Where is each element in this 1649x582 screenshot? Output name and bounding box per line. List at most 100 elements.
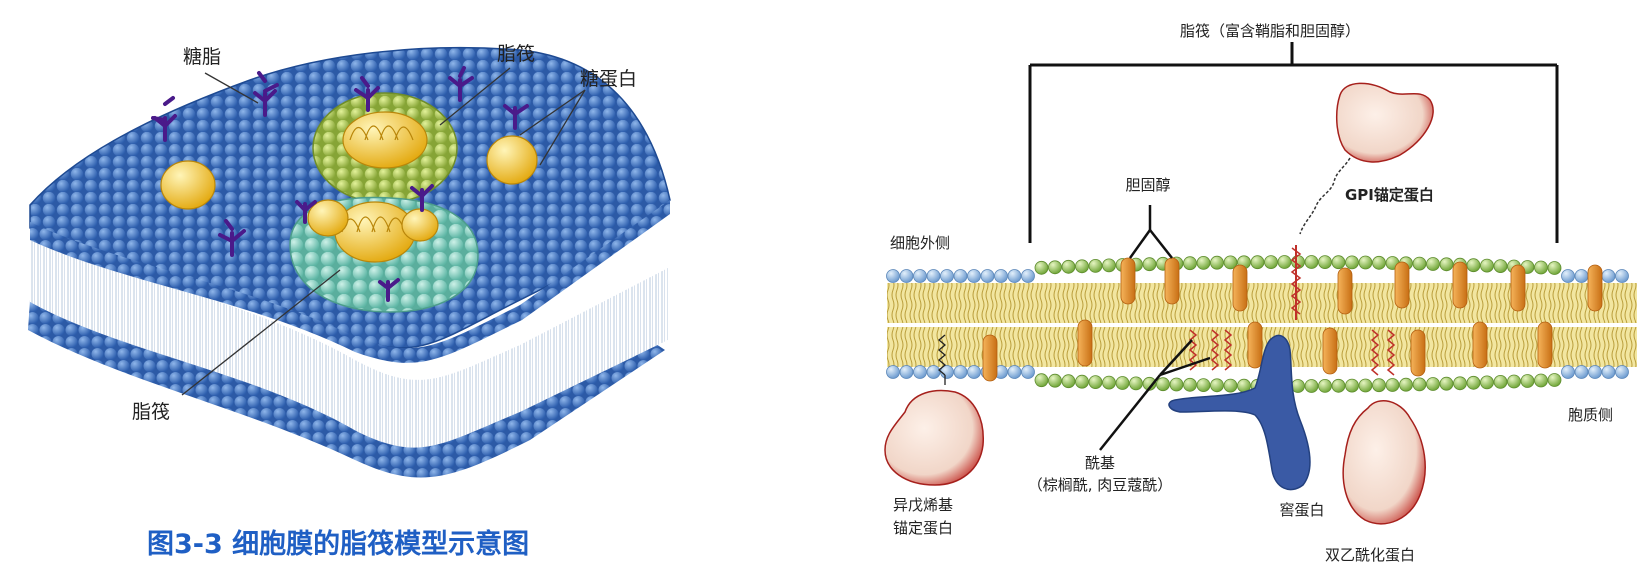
- lipid-head: [899, 365, 914, 379]
- lipid-head: [1561, 269, 1575, 283]
- lipid-head: [886, 269, 900, 283]
- lipid-head: [1615, 269, 1629, 283]
- cholesterol-capsule: [1164, 257, 1180, 305]
- right-membrane-cross-section: 脂筏（富含鞘脂和胆固醇） 胆固醇 GPI锚定蛋白 细胞外侧 胞质侧: [884, 22, 1637, 564]
- glycan-icon: [503, 104, 529, 130]
- lipid-head: [1372, 378, 1386, 393]
- lipid-head: [1561, 365, 1575, 379]
- lipid-head: [1034, 260, 1049, 275]
- cholesterol-capsule: [1232, 264, 1248, 312]
- lipid-head: [1129, 376, 1143, 391]
- lipid-head: [1304, 255, 1319, 269]
- left-membrane-illustration: 糖脂 脂筏 糖蛋白 脂筏 图3-3 细胞膜的脂筏模型示意图: [28, 43, 671, 560]
- label-glycolipid: 糖脂: [183, 46, 221, 68]
- lipid-head: [1601, 269, 1616, 283]
- lipid-head: [1601, 365, 1616, 379]
- label-diacyl-protein: 双乙酰化蛋白: [1325, 546, 1415, 564]
- caveolin-protein: [1168, 334, 1311, 491]
- bilayer-tails: [30, 228, 668, 448]
- lipid-head: [1034, 373, 1049, 388]
- lipid-head: [1412, 256, 1427, 271]
- lipid-head: [1534, 260, 1548, 275]
- lipid-head: [967, 269, 981, 283]
- lipid-head: [1304, 379, 1319, 393]
- lipid-head: [1223, 378, 1238, 393]
- glycan-icon: [448, 66, 474, 102]
- upper-leaflet-rim: [30, 200, 670, 363]
- lipid-head: [1183, 377, 1197, 392]
- lipid-head: [1210, 378, 1224, 393]
- lipid-head: [1507, 374, 1521, 389]
- protein-yellow: [160, 160, 216, 210]
- lipid-head: [1007, 365, 1022, 379]
- lipid-head: [1615, 365, 1629, 379]
- lipid-head: [1048, 373, 1062, 388]
- lipid-head: [1480, 375, 1494, 390]
- lipid-head: [994, 269, 1008, 283]
- cholesterol-capsule: [1587, 264, 1603, 312]
- lipid-head: [1480, 258, 1494, 273]
- lipid-head: [1102, 375, 1116, 390]
- lipid-head: [1426, 257, 1440, 271]
- lipid-head: [1250, 255, 1265, 270]
- glycan-icon: [253, 71, 279, 117]
- cholesterol-capsule: [1537, 321, 1553, 369]
- label-acyl: 酰基: [1085, 454, 1115, 472]
- glycan-icon: [218, 219, 246, 257]
- cholesterol-molecules: [982, 257, 1603, 382]
- lipid-head: [1358, 255, 1373, 270]
- lipid-head: [899, 269, 914, 283]
- lipid-head: [913, 269, 927, 283]
- lipid-head: [1115, 376, 1130, 390]
- label-caveolin: 窖蛋白: [1279, 501, 1324, 519]
- lipid-head: [1453, 376, 1467, 391]
- lipid-head: [1223, 255, 1238, 270]
- lipid-head: [1210, 255, 1224, 270]
- raft-protein-top: [342, 111, 428, 169]
- lipid-head: [1142, 257, 1157, 272]
- lipid-head: [1466, 258, 1481, 273]
- lipid-head: [1075, 259, 1089, 274]
- glycan-icon: [410, 184, 434, 212]
- cholesterol-capsule: [1247, 321, 1263, 369]
- cholesterol-capsule: [1394, 261, 1410, 309]
- label-gpi-protein: GPI锚定蛋白: [1345, 186, 1434, 204]
- label-cytoplasmic: 胞质侧: [1568, 406, 1613, 424]
- label-raft-bracket: 脂筏（富含鞘脂和胆固醇）: [1180, 22, 1360, 40]
- lipid-head: [1520, 374, 1535, 388]
- lipid-head: [1048, 260, 1062, 275]
- lipid-head: [1358, 378, 1373, 393]
- lipid-head: [953, 365, 968, 379]
- glycan-icon: [378, 278, 400, 302]
- lipid-head: [1345, 378, 1359, 393]
- lipid-head: [1466, 375, 1481, 390]
- lipid-head: [1169, 377, 1184, 392]
- protein-yellow: [486, 135, 538, 185]
- lipid-head: [1061, 374, 1076, 389]
- lower-leaflet-rim: [28, 300, 665, 478]
- prenyl-anchored-protein: [884, 334, 984, 486]
- lipid-head: [980, 269, 995, 283]
- lipid-head: [1331, 255, 1346, 270]
- glycan-icon: [354, 76, 380, 112]
- lipid-head: [1183, 256, 1197, 271]
- lipid-head: [953, 269, 968, 283]
- cholesterol-capsule: [1120, 257, 1136, 305]
- cholesterol-capsule: [1077, 319, 1093, 367]
- cholesterol-capsule: [1510, 264, 1526, 312]
- label-raft-bottom: 脂筏: [132, 401, 170, 423]
- membrane-proteins: [160, 111, 538, 263]
- lipid-head: [886, 365, 900, 379]
- lipid-head: [1574, 269, 1589, 283]
- lipid-head: [967, 365, 981, 379]
- lipid-head: [913, 365, 927, 379]
- lipid-head: [1588, 365, 1602, 379]
- lipid-head: [1075, 374, 1089, 389]
- lipid-head: [1007, 269, 1022, 283]
- label-raft-top: 脂筏: [497, 43, 535, 65]
- lipid-head: [1372, 255, 1386, 270]
- label-extracellular: 细胞外侧: [890, 234, 950, 252]
- lipid-head: [1399, 377, 1413, 392]
- label-prenyl-line1: 异戊烯基: [893, 496, 953, 514]
